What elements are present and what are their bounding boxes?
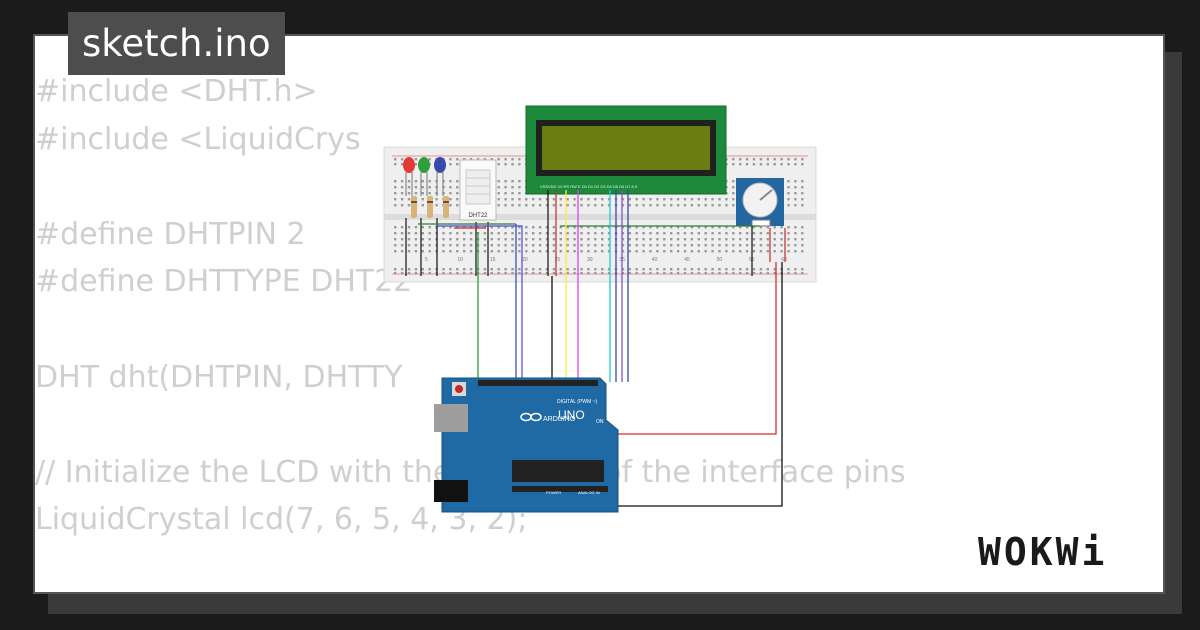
- uno-label: UNO: [558, 408, 585, 422]
- breadboard-wires: [405, 190, 786, 382]
- wokwi-logo: WOKWi: [978, 530, 1108, 574]
- breadboard-number: 25: [555, 257, 561, 263]
- analog-label: ANALOG IN: [578, 490, 600, 495]
- led-red: [403, 157, 415, 196]
- arduino-uno-board: DIGITAL (PWM ~) ARDUINO UNO ON POWER ANA…: [434, 377, 619, 513]
- lcd-pin-labels: VSSVDD V0 RS RW E D0 D1 D2 D3 D4 D5 D6 D…: [540, 184, 638, 189]
- resistors: [411, 196, 449, 218]
- breadboard-number: 40: [652, 257, 658, 263]
- code-editor: #include <DHT.h> #include <LiquidCrys #def…: [35, 68, 1035, 544]
- lcd-display: VSSVDD V0 RS RW E D0 D1 D2 D3 D4 D5 D6 D…: [525, 105, 727, 195]
- potentiometer: [736, 178, 784, 227]
- breadboard-number: 50: [717, 257, 723, 263]
- code-line: #include <LiquidCrys: [35, 121, 361, 157]
- dht22-sensor: DHT22: [459, 159, 497, 221]
- breadboard-number: 45: [684, 257, 690, 263]
- led-blue: [434, 157, 446, 196]
- breadboard-number: 30: [587, 257, 593, 263]
- code-line: #include <DHT.h>: [35, 74, 318, 109]
- code-line: DHT dht(DHTPIN, DHTTY: [35, 359, 403, 395]
- digital-pins-label: DIGITAL (PWM ~): [557, 399, 597, 405]
- led-green: [418, 157, 430, 196]
- dht22-label: DHT22: [468, 213, 488, 219]
- breadboard-number: 5: [425, 257, 428, 263]
- code-line: #define DHTTYPE DHT22: [35, 264, 413, 300]
- arduino-brand: ARDUINO: [543, 416, 576, 423]
- power-label: POWER: [546, 490, 561, 495]
- breadboard-number: 10: [457, 257, 463, 263]
- file-tab[interactable]: sketch.ino: [68, 12, 285, 75]
- breadboard-number: 15: [490, 257, 496, 263]
- breadboard-number: 20: [522, 257, 528, 263]
- code-line: #define DHTPIN 2: [35, 216, 306, 252]
- breadboard-number: 60: [781, 257, 787, 263]
- on-label: ON: [596, 419, 604, 425]
